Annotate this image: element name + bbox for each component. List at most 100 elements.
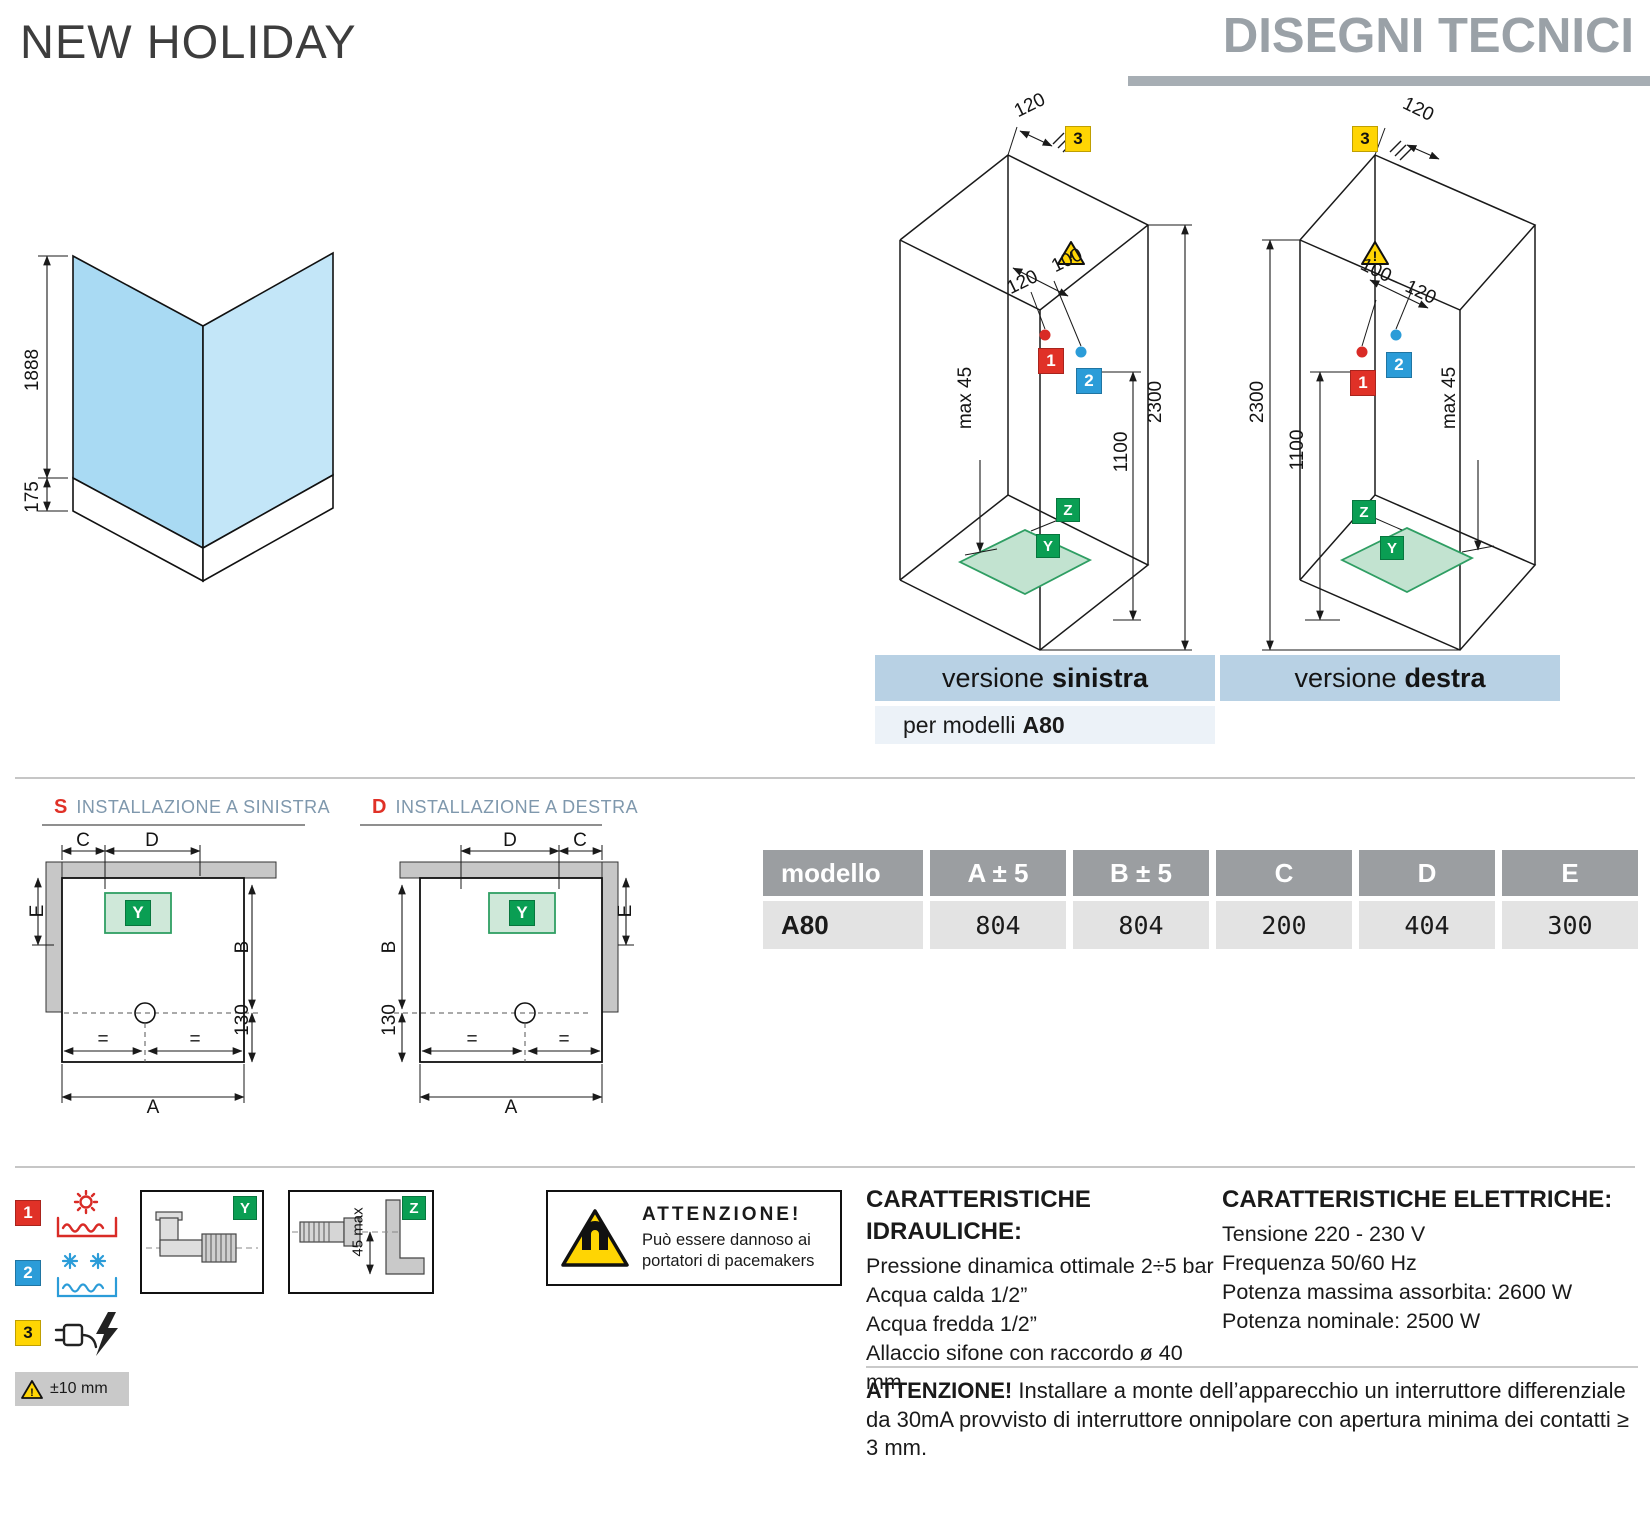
plan-left-title: S INSTALLAZIONE A SINISTRA [54,796,331,818]
plan-right-dim-d: D [503,830,517,851]
product-title: NEW HOLIDAY [20,15,357,68]
table-header-modello: modello [763,850,923,896]
plan-left-underline [42,824,305,826]
warning-triangle-icon: ! [1361,241,1389,265]
hydraulic-specs: CARATTERISTICHE IDRAULICHE: Pressione di… [866,1184,1218,1396]
cold-water-icon [56,1252,118,1298]
electrical-spec-line: Potenza massima assorbita: 2600 W [1222,1279,1573,1304]
table-header-a: A ± 5 [930,850,1066,896]
plan-left-equal-right: = [189,1029,201,1050]
table-cell-model: A80 [763,901,923,949]
tolerance-note: ! ±10 mm [15,1372,129,1406]
z-max-distance-dim: 45 max [349,1207,367,1257]
svg-text:!: ! [1373,248,1378,264]
plan-left-dim-b: B [232,940,253,954]
svg-text:!: ! [1069,248,1074,264]
section-underline [1128,76,1650,86]
warning-triangle-icon: ! [21,1379,43,1399]
corner-panel-drawing [38,251,334,583]
plan-left-dim-c: C [76,830,90,851]
plan-right-dim-130: 130 [379,1004,400,1036]
corner-height-dim: 1888 [22,348,43,392]
hydraulic-specs-title: CARATTERISTICHE IDRAULICHE: [866,1186,1091,1246]
plan-left-equal-left: = [97,1029,109,1050]
marker-hot-water-badge: 1 [1038,348,1064,374]
iso-drawing-right-version [1262,127,1537,651]
plan-right-equal-right: = [558,1029,570,1050]
pacemaker-warning-line2: portatori di pacemakers [642,1252,815,1270]
svg-text:!: ! [30,1387,34,1399]
drain-pipe-y-icon [146,1211,258,1263]
electrical-specs: CARATTERISTICHE ELETTRICHE: Tensione 220… [1222,1184,1642,1335]
warning-triangle-icon: ! [1057,241,1085,265]
marker-cold-water-badge: 2 [1386,352,1412,378]
marker-electric-badge: 3 [1352,126,1378,152]
installation-warning: ATTENZIONE! Installare a monte dell’appa… [866,1366,1638,1463]
z-connection-box [288,1190,434,1294]
pacemaker-warning-text: ATTENZIONE! Può essere dannoso ai portat… [642,1204,814,1271]
plan-right-dim-e: E [615,904,636,918]
plan-right-tray-y-badge: Y [509,900,535,926]
table-cell-c: 200 [1216,901,1352,949]
plan-right-dim-a: A [504,1097,518,1118]
hydraulic-spec-line: Acqua fredda 1/2” [866,1311,1037,1336]
table-cell-a: 804 [930,901,1066,949]
electrical-spec-line: Tensione 220 - 230 V [1222,1222,1426,1247]
divider [15,1166,1635,1168]
legend-hot-water-badge: 1 [15,1200,41,1226]
hydraulic-spec-line: Acqua calda 1/2” [866,1283,1028,1308]
electrical-specs-title: CARATTERISTICHE ELETTRICHE: [1222,1186,1613,1213]
dimensions-table: modello A ± 5 B ± 5 C D E A80 804 804 20… [763,850,1638,949]
iso-left-max45-dim: max 45 [955,366,976,430]
plan-right-title: D INSTALLAZIONE A DESTRA [372,796,639,818]
z-connection-badge: Z [402,1196,426,1220]
plan-left-dim-d: D [145,830,159,851]
pacemaker-warning-box: ATTENZIONE! Può essere dannoso ai portat… [546,1190,842,1286]
page-section-title: DISEGNI TECNICI [1222,9,1634,63]
table-cell-d: 404 [1359,901,1495,949]
tolerance-value: ±10 mm [50,1380,108,1397]
plan-left-dim-130: 130 [232,1004,253,1036]
table-header-d: D [1359,850,1495,896]
electric-plug-icon [54,1312,118,1356]
table-header-b: B ± 5 [1073,850,1209,896]
marker-tray-y-badge: Y [1380,536,1404,560]
electrical-spec-line: Frequenza 50/60 Hz [1222,1250,1417,1275]
legend-electric-badge: 3 [15,1320,41,1346]
y-connection-badge: Y [233,1196,257,1220]
marker-electric-badge: 3 [1065,126,1091,152]
iso-right-max45-dim: max 45 [1439,366,1460,430]
marker-cold-water-badge: 2 [1076,368,1102,394]
installation-warning-title: ATTENZIONE! [866,1378,1013,1403]
plan-right-equal-left: = [466,1029,478,1050]
magnet-warning-icon [561,1209,629,1267]
legend-cold-water-badge: 2 [15,1260,41,1286]
table-cell-e: 300 [1502,901,1638,949]
marker-drain-z-badge: Z [1056,498,1080,522]
iso-right-total-height-dim: 2300 [1247,380,1268,424]
hot-water-icon [56,1190,118,1238]
divider [15,777,1635,779]
drain-pipe-z-icon [292,1199,425,1275]
corner-base-dim: 175 [22,481,43,513]
marker-drain-z-badge: Z [1352,500,1376,524]
iso-right-mid-height-dim: 1100 [1287,429,1308,471]
table-cell-b: 804 [1073,901,1209,949]
plan-right-underline [360,824,602,826]
electrical-spec-line: Potenza nominale: 2500 W [1222,1308,1481,1333]
plan-left-dim-a: A [146,1097,160,1118]
hydraulic-spec-line: Allaccio sifone con raccordo ø 40 mm [866,1340,1183,1394]
pacemaker-warning-line1: Può essere dannoso ai [642,1231,811,1250]
plan-left-tray-y-badge: Y [125,900,151,926]
table-header-e: E [1502,850,1638,896]
iso-left-total-height-dim: 2300 [1145,380,1166,424]
marker-tray-y-badge: Y [1036,534,1060,558]
plan-left-drawing [32,845,277,1103]
installation-warning-text: Installare a monte dell’apparecchio un i… [866,1378,1629,1461]
hydraulic-spec-line: Pressione dinamica ottimale 2÷5 bar [866,1254,1214,1279]
table-header-c: C [1216,850,1352,896]
